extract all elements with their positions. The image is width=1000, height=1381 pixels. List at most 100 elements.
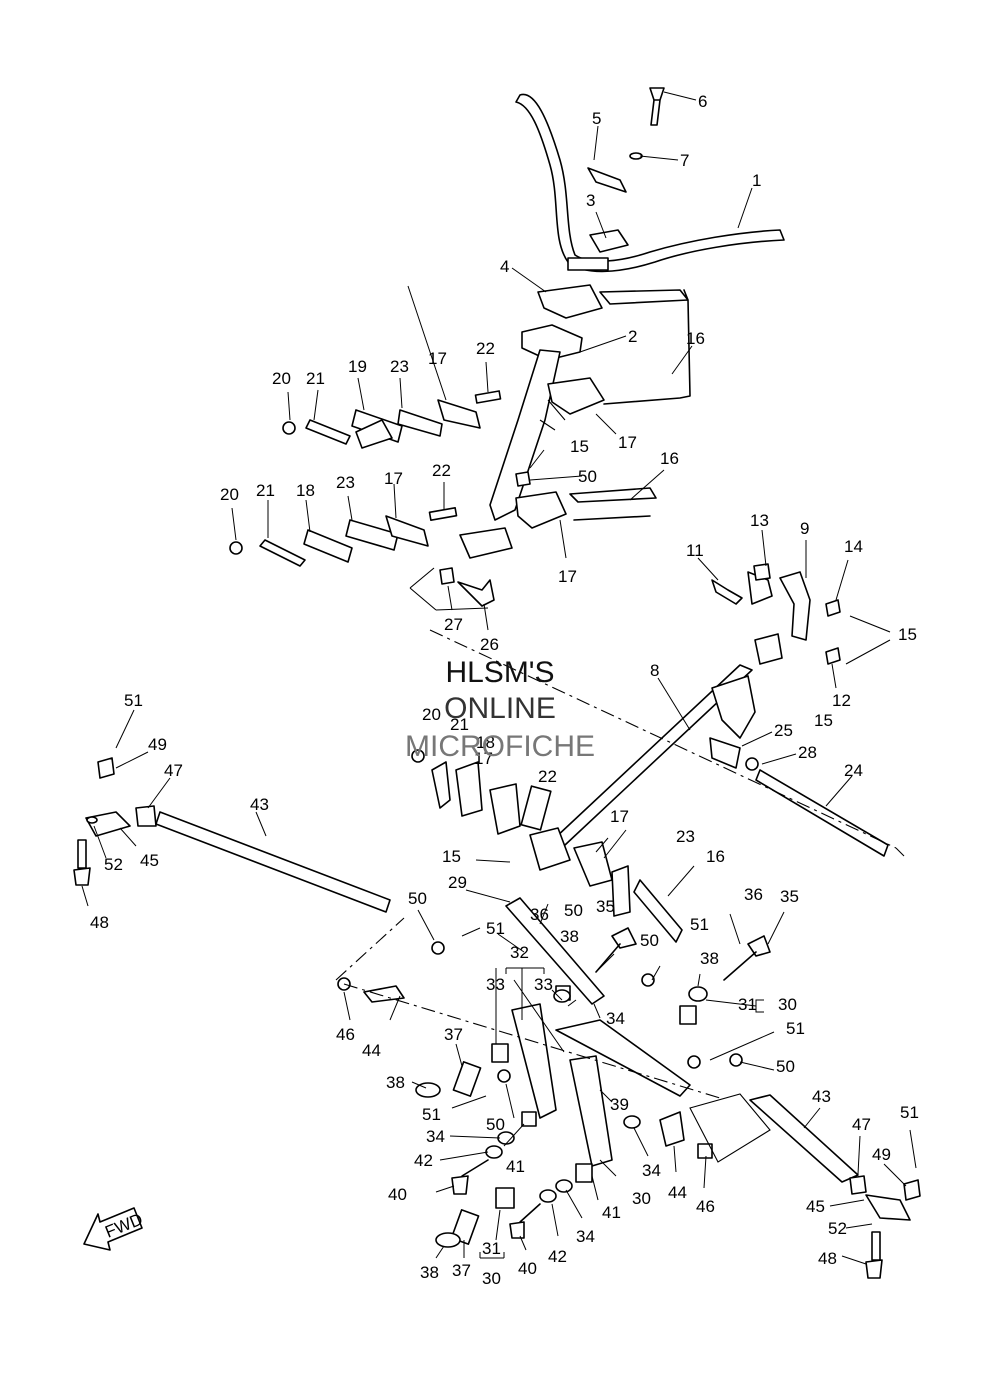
callout-51a: 51 bbox=[124, 691, 143, 710]
watermark: HLSM'S ONLINE MICROFICHE bbox=[405, 656, 595, 763]
pitman-shaft bbox=[529, 664, 756, 871]
callout-7: 7 bbox=[680, 151, 689, 170]
callout-24: 24 bbox=[844, 761, 863, 780]
callout-30c: 30 bbox=[482, 1269, 501, 1288]
callout-15c: 15 bbox=[570, 437, 589, 456]
bolt-6 bbox=[649, 87, 665, 126]
fwd-label: FWD bbox=[102, 1210, 145, 1242]
watermark-line-2: ONLINE bbox=[444, 692, 556, 725]
nut-49-left bbox=[97, 757, 115, 779]
callout-27: 27 bbox=[444, 615, 463, 634]
callout-50d: 50 bbox=[640, 931, 659, 950]
callout-47a: 47 bbox=[164, 761, 183, 780]
callout-12: 12 bbox=[832, 691, 851, 710]
callout-40b: 40 bbox=[518, 1259, 537, 1278]
callout-3: 3 bbox=[586, 191, 595, 210]
callout-34d: 34 bbox=[576, 1227, 595, 1246]
callout-52a: 52 bbox=[104, 855, 123, 874]
callout-labels: 1 2 3 4 5 6 7 8 9 11 12 13 14 15 15 15 1… bbox=[90, 92, 919, 1288]
callout-9: 9 bbox=[800, 519, 809, 538]
callout-28: 28 bbox=[798, 743, 817, 762]
callout-50c: 50 bbox=[408, 889, 427, 908]
callout-39: 39 bbox=[610, 1095, 629, 1114]
callout-50b: 50 bbox=[564, 901, 583, 920]
lock-47-right bbox=[849, 1175, 867, 1195]
rod-end-45-right bbox=[865, 1194, 911, 1221]
callout-50e: 50 bbox=[776, 1057, 795, 1076]
callout-43a: 43 bbox=[250, 795, 269, 814]
callout-17d: 17 bbox=[558, 567, 577, 586]
callout-51b: 51 bbox=[486, 919, 505, 938]
lower-link-set bbox=[229, 471, 657, 567]
nut-49-right bbox=[903, 1179, 921, 1201]
callout-16b: 16 bbox=[660, 449, 679, 468]
callout-23c: 23 bbox=[676, 827, 695, 846]
reference-lines bbox=[335, 567, 905, 1163]
leader-lines bbox=[81, 91, 917, 1265]
callout-6: 6 bbox=[698, 92, 707, 111]
callout-17b: 17 bbox=[618, 433, 637, 452]
callout-42b: 42 bbox=[548, 1247, 567, 1266]
callout-31a: 31 bbox=[738, 995, 757, 1014]
callout-23b: 23 bbox=[336, 473, 355, 492]
tie-rod-43-right bbox=[749, 1094, 859, 1183]
callout-51c: 51 bbox=[690, 915, 709, 934]
callout-44b: 44 bbox=[668, 1183, 687, 1202]
callout-29: 29 bbox=[448, 873, 467, 892]
callout-16a: 16 bbox=[686, 329, 705, 348]
callout-5: 5 bbox=[592, 109, 601, 128]
rod-end-45-left bbox=[85, 811, 131, 837]
fwd-arrow-icon: FWD bbox=[83, 1207, 145, 1251]
callout-33b: 33 bbox=[534, 975, 553, 994]
watermark-line-3: MICROFICHE bbox=[405, 730, 595, 763]
callout-15d: 15 bbox=[442, 847, 461, 866]
callout-34a: 34 bbox=[606, 1009, 625, 1028]
callout-22c: 22 bbox=[538, 767, 557, 786]
callout-38c: 38 bbox=[386, 1073, 405, 1092]
callout-38a: 38 bbox=[560, 927, 579, 946]
callout-35b: 35 bbox=[780, 887, 799, 906]
joint-26 bbox=[457, 579, 495, 607]
bracket-set bbox=[711, 563, 841, 665]
callout-44a: 44 bbox=[362, 1041, 381, 1060]
callout-51d: 51 bbox=[786, 1019, 805, 1038]
callout-21a: 21 bbox=[306, 369, 325, 388]
callout-36a: 36 bbox=[530, 905, 549, 924]
washer-52-left bbox=[86, 816, 98, 824]
callout-37a: 37 bbox=[444, 1025, 463, 1044]
callout-14: 14 bbox=[844, 537, 863, 556]
bolt-48-left bbox=[73, 839, 91, 886]
bolt-48-right bbox=[865, 1231, 883, 1279]
hardware-set bbox=[337, 841, 771, 1248]
callout-41b: 41 bbox=[602, 1203, 621, 1222]
callout-51e: 51 bbox=[422, 1105, 441, 1124]
callout-21b: 21 bbox=[256, 481, 275, 500]
callout-36b: 36 bbox=[744, 885, 763, 904]
callout-25: 25 bbox=[774, 721, 793, 740]
callout-43b: 43 bbox=[812, 1087, 831, 1106]
callout-41a: 41 bbox=[506, 1157, 525, 1176]
callout-19: 19 bbox=[348, 357, 367, 376]
callout-17f: 17 bbox=[610, 807, 629, 826]
callout-15b: 15 bbox=[814, 711, 833, 730]
callout-17c: 17 bbox=[384, 469, 403, 488]
callout-42a: 42 bbox=[414, 1151, 433, 1170]
callout-1: 1 bbox=[752, 171, 761, 190]
lower-holder bbox=[537, 284, 603, 319]
plate-5 bbox=[587, 167, 627, 193]
mid-link-set bbox=[411, 749, 552, 835]
callout-8: 8 bbox=[650, 661, 659, 680]
callout-26: 26 bbox=[480, 635, 499, 654]
steering-column bbox=[459, 324, 583, 559]
callout-45a: 45 bbox=[140, 851, 159, 870]
callout-20c: 20 bbox=[422, 705, 441, 724]
callout-48b: 48 bbox=[818, 1249, 837, 1268]
callout-33a: 33 bbox=[486, 975, 505, 994]
callout-15a: 15 bbox=[898, 625, 917, 644]
callout-35a: 35 bbox=[596, 897, 615, 916]
callout-38b: 38 bbox=[700, 949, 719, 968]
callout-31b: 31 bbox=[482, 1239, 501, 1258]
callout-4: 4 bbox=[500, 257, 509, 276]
callout-50a: 50 bbox=[578, 467, 597, 486]
